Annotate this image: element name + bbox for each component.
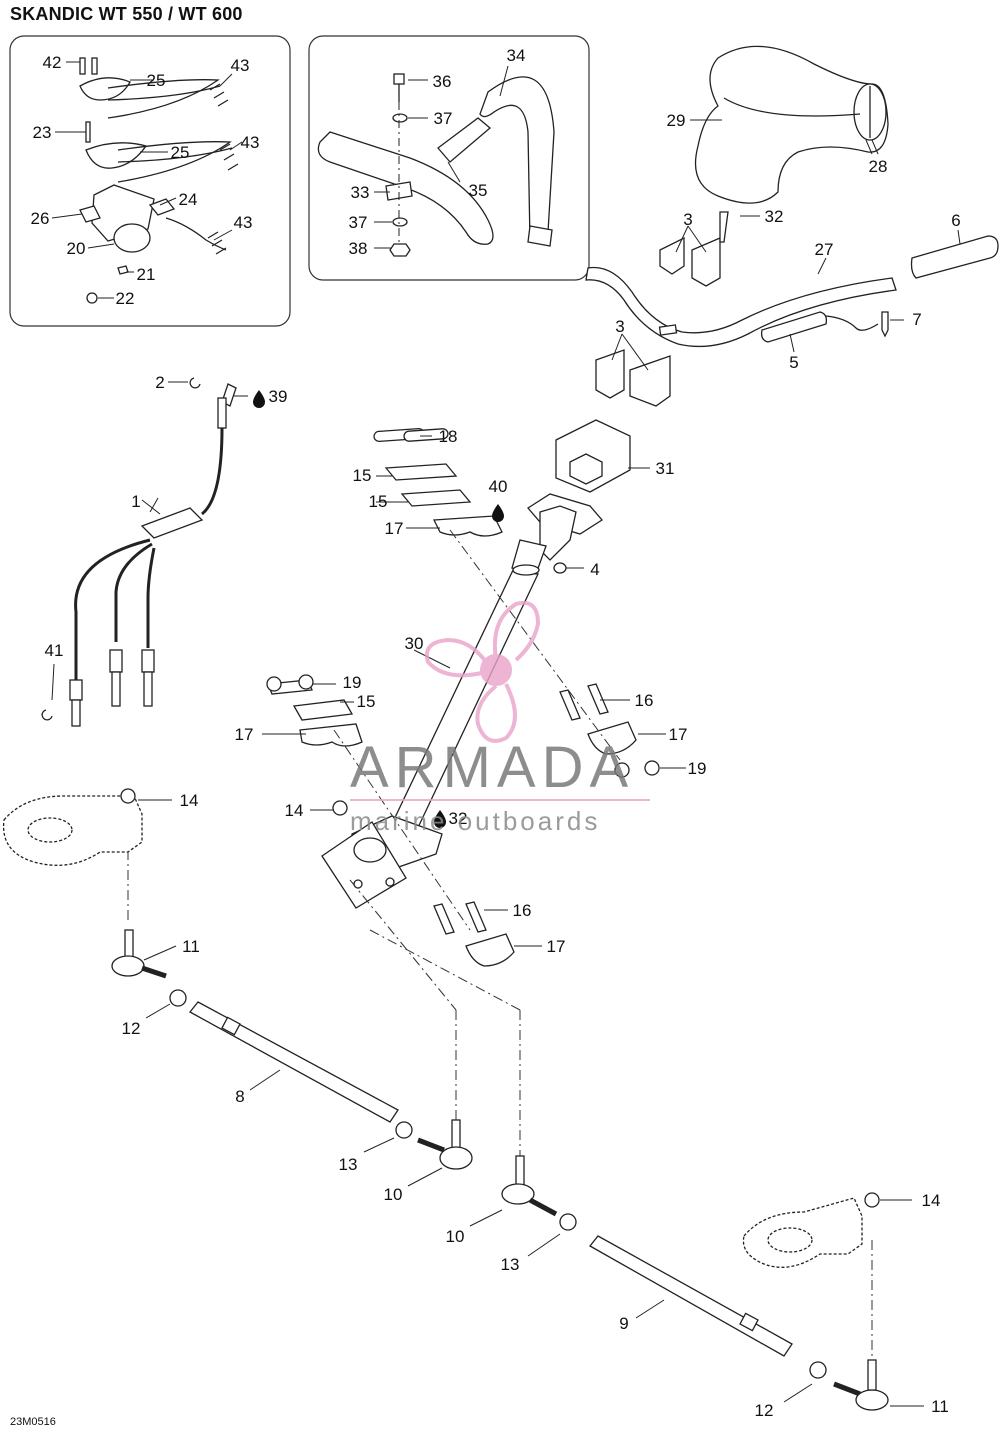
callout-14: 14 bbox=[285, 801, 304, 820]
callout-16: 16 bbox=[635, 691, 654, 710]
callout-19: 19 bbox=[343, 673, 362, 692]
callout-14: 14 bbox=[922, 1191, 941, 1210]
callout-24: 24 bbox=[179, 190, 198, 209]
callout-11: 11 bbox=[182, 937, 200, 956]
callout-17: 17 bbox=[547, 937, 566, 956]
tie-rods bbox=[2, 788, 889, 1411]
page-title: SKANDIC WT 550 / WT 600 bbox=[10, 4, 243, 24]
handlebar bbox=[527, 211, 999, 574]
callout-43: 43 bbox=[231, 56, 250, 75]
callout-16: 16 bbox=[513, 901, 532, 920]
callout-3: 3 bbox=[615, 317, 624, 336]
switch-leaders bbox=[51, 61, 243, 299]
steering-column bbox=[321, 539, 547, 909]
callout-18: 18 bbox=[439, 427, 458, 446]
watermark-hub bbox=[480, 654, 512, 686]
callout-36: 36 bbox=[433, 72, 452, 91]
callout-41: 41 bbox=[45, 641, 64, 660]
cable-leaders bbox=[51, 381, 248, 701]
callout-7: 7 bbox=[912, 310, 921, 329]
callout-22: 22 bbox=[116, 289, 135, 308]
callout-2: 2 bbox=[155, 373, 164, 392]
watermark-logo bbox=[350, 601, 650, 801]
watermark-tagline: marine outboards bbox=[350, 806, 601, 836]
callout-14: 14 bbox=[180, 791, 199, 810]
callout-12: 12 bbox=[122, 1019, 141, 1038]
pad-assembly bbox=[317, 73, 555, 257]
lubricant-icon bbox=[492, 504, 504, 522]
callout-11: 11 bbox=[931, 1397, 949, 1416]
callout-32: 32 bbox=[765, 207, 784, 226]
callout-15: 15 bbox=[353, 466, 372, 485]
switch-assembly bbox=[79, 57, 239, 304]
cable-harness bbox=[41, 377, 237, 727]
callout-3: 3 bbox=[683, 210, 692, 229]
callout-28: 28 bbox=[869, 157, 888, 176]
hand-guard-leaders bbox=[690, 119, 879, 155]
callout-35: 35 bbox=[469, 181, 488, 200]
callout-1: 1 bbox=[131, 492, 140, 511]
callout-4: 4 bbox=[590, 560, 599, 579]
watermark-name: ARMADA bbox=[350, 735, 635, 800]
handlebar-leaders bbox=[566, 215, 961, 569]
callout-19: 19 bbox=[688, 759, 707, 778]
callout-37: 37 bbox=[434, 109, 453, 128]
callout-15: 15 bbox=[357, 692, 376, 711]
callout-29: 29 bbox=[667, 111, 686, 130]
callout-17: 17 bbox=[235, 725, 254, 744]
lubricant-icon bbox=[253, 390, 265, 408]
callout-17: 17 bbox=[669, 725, 688, 744]
callout-13: 13 bbox=[339, 1155, 358, 1174]
callout-17: 17 bbox=[385, 519, 404, 538]
watermark-blade-left bbox=[425, 637, 488, 678]
callout-10: 10 bbox=[384, 1185, 403, 1204]
steering-arms bbox=[266, 427, 660, 967]
callout-21: 21 bbox=[137, 265, 156, 284]
callout-25: 25 bbox=[171, 143, 190, 162]
watermark-blade-top bbox=[492, 601, 541, 662]
callout-34: 34 bbox=[507, 46, 526, 65]
callout-43: 43 bbox=[241, 133, 260, 152]
callout-25: 25 bbox=[147, 71, 166, 90]
callout-30: 30 bbox=[405, 634, 424, 653]
callout-37: 37 bbox=[349, 213, 368, 232]
callout-40: 40 bbox=[489, 477, 508, 496]
callout-38: 38 bbox=[349, 239, 368, 258]
callout-15: 15 bbox=[369, 492, 388, 511]
switch-inset-box bbox=[9, 35, 291, 327]
diagram-code: 23M0516 bbox=[10, 1416, 56, 1428]
callout-43: 43 bbox=[234, 213, 253, 232]
callout-20: 20 bbox=[67, 239, 86, 258]
pad-inset-box bbox=[308, 35, 590, 281]
callout-10: 10 bbox=[446, 1227, 465, 1246]
callout-23: 23 bbox=[33, 123, 52, 142]
callout-27: 27 bbox=[815, 240, 834, 259]
center-leaders bbox=[138, 435, 686, 947]
callout-8: 8 bbox=[235, 1087, 244, 1106]
lubricant-icons bbox=[253, 390, 504, 828]
center-dashed-lines bbox=[127, 529, 873, 1370]
tie-rod-leaders bbox=[143, 945, 924, 1407]
watermark-blade-right bbox=[475, 683, 517, 743]
hand-guard bbox=[694, 45, 889, 204]
callout-5: 5 bbox=[789, 353, 798, 372]
callout-26: 26 bbox=[31, 209, 50, 228]
callout-33: 33 bbox=[351, 183, 370, 202]
callout-9: 9 bbox=[619, 1314, 628, 1333]
callout-13: 13 bbox=[501, 1255, 520, 1274]
callout-39: 39 bbox=[269, 387, 288, 406]
callout-42: 42 bbox=[43, 53, 62, 72]
lubricant-icon bbox=[434, 810, 446, 828]
callout-12: 12 bbox=[755, 1401, 774, 1420]
callout-6: 6 bbox=[951, 211, 960, 230]
callout-31: 31 bbox=[656, 459, 675, 478]
callout-32: 32 bbox=[449, 809, 468, 828]
pad-leaders bbox=[374, 65, 509, 249]
